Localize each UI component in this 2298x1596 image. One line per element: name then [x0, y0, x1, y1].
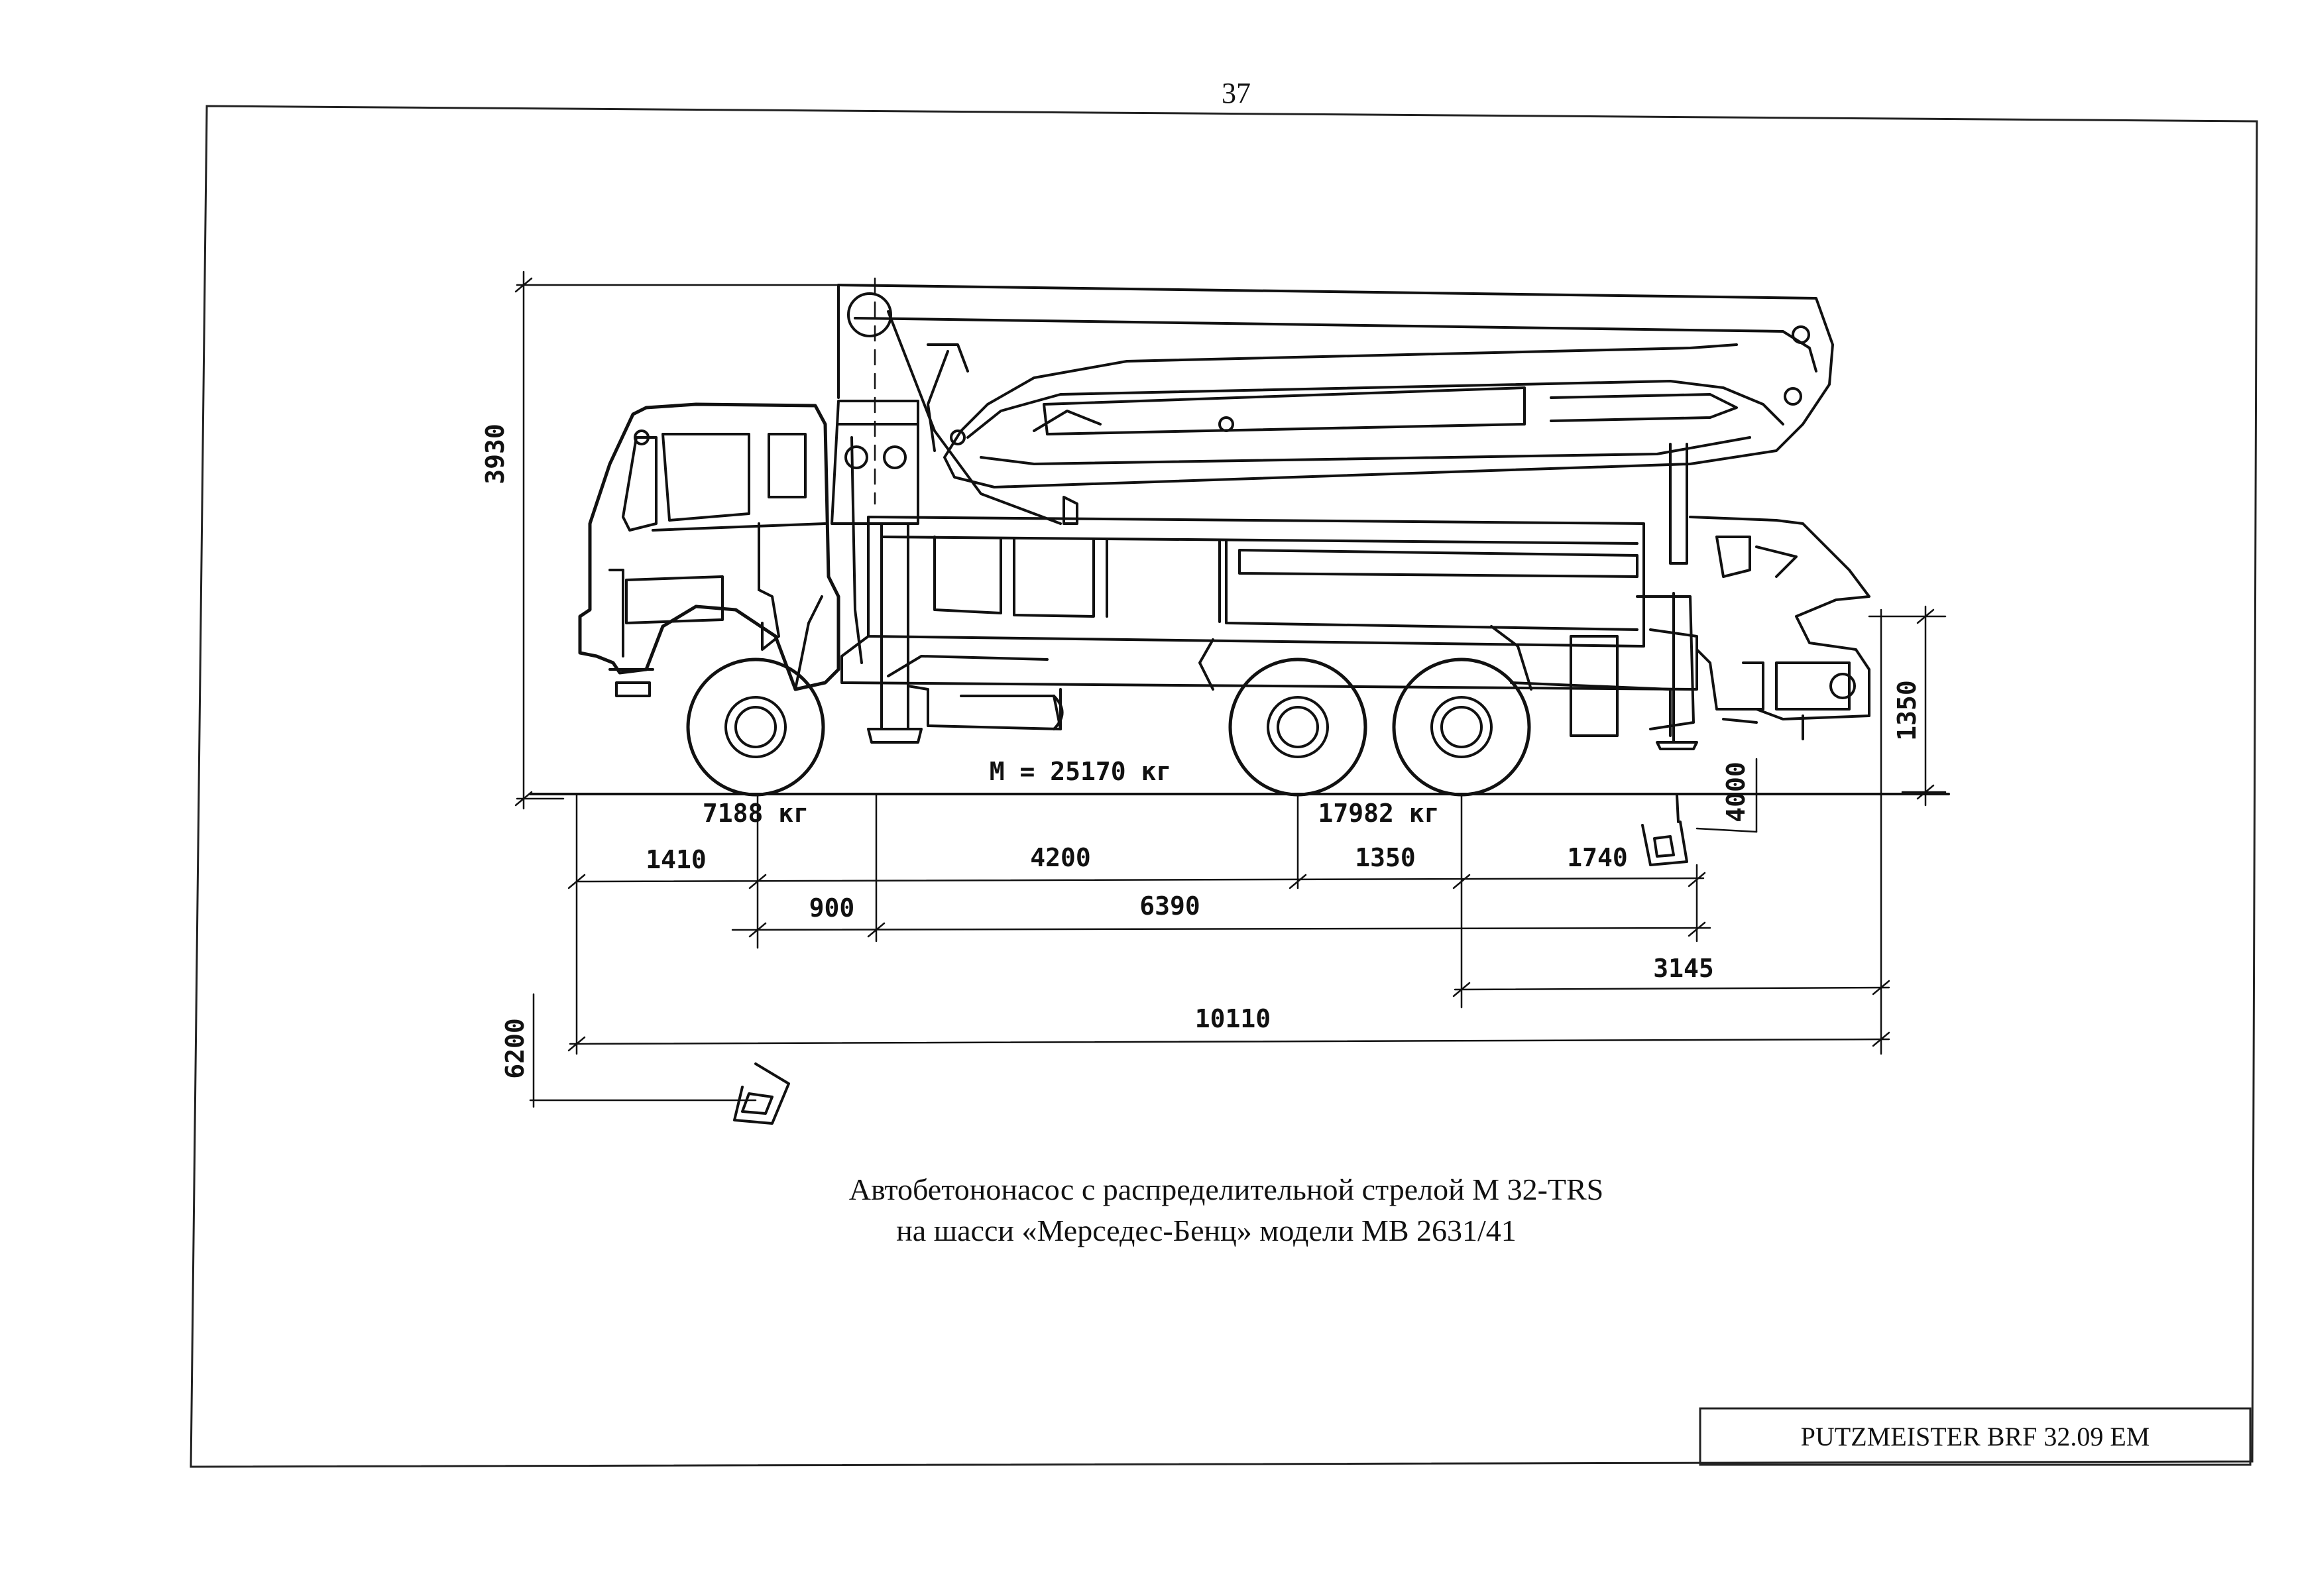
caption-line-1: Автобетононасос с распределительной стре…	[849, 1172, 1604, 1206]
cab	[578, 402, 863, 697]
caption-line-2: на шасси «Мерседес-Бенц» модели МВ 2631/…	[896, 1214, 1517, 1247]
rear-wheel-1	[1228, 657, 1367, 797]
title-block: PUTZMEISTER BRF 32.09 EM	[1699, 1407, 2252, 1466]
page-frame	[190, 105, 2258, 1468]
chassis-body	[840, 516, 1870, 750]
boom	[837, 277, 1834, 525]
weight-rear-axles: 17982 кг	[1318, 799, 1439, 828]
truck-drawing	[529, 277, 1950, 1125]
front-outrigger-foot	[733, 1062, 790, 1125]
page-number: 37	[1222, 77, 1251, 109]
dim-outrigger-front: 6200	[500, 1018, 530, 1079]
dim-overall-length: 10110	[1195, 1004, 1271, 1033]
dimension-lines	[514, 270, 1947, 1108]
dim-front-outrigger-offset: 900	[809, 893, 855, 923]
dim-rear-overhang: 1740	[1567, 843, 1628, 872]
dim-front-overhang: 1410	[646, 845, 707, 874]
weight-front-axle: 7188 кг	[703, 799, 809, 828]
rear-outrigger-foot	[1641, 794, 1688, 866]
turret	[831, 400, 1688, 744]
dim-overall-height: 3930	[481, 424, 510, 484]
front-wheel	[686, 657, 825, 797]
dim-wheelbase: 4200	[1030, 843, 1091, 872]
weight-total: М = 25170 кг	[990, 757, 1172, 786]
dim-hopper-height: 1350	[1892, 680, 1922, 741]
dim-rear-to-end: 3145	[1653, 954, 1714, 983]
title-block-text: PUTZMEISTER BRF 32.09 EM	[1801, 1422, 2150, 1452]
dim-outrigger-rear: 4000	[1721, 762, 1751, 823]
rear-wheel-2	[1392, 657, 1531, 797]
dim-outrigger-base: 6390	[1139, 891, 1200, 921]
dim-rear-axle-spacing: 1350	[1355, 843, 1416, 872]
